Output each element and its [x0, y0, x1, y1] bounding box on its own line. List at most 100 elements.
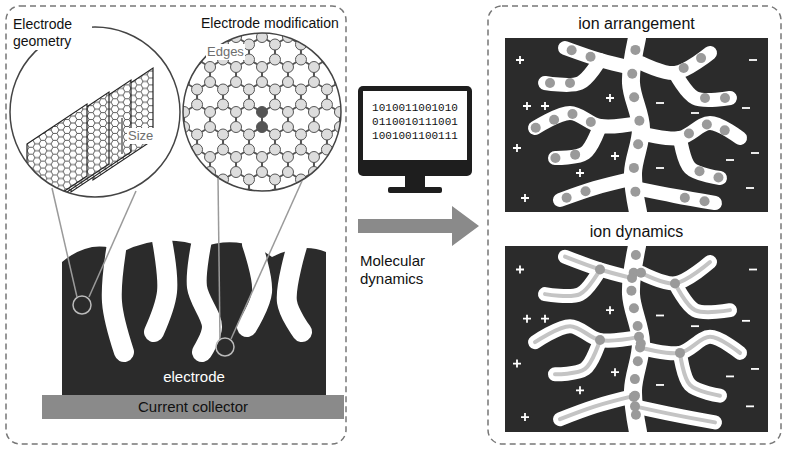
atom [257, 77, 268, 88]
lattice-bond [184, 172, 197, 180]
ion [630, 187, 640, 197]
ion [702, 120, 712, 130]
ion [696, 53, 706, 63]
plus-charge [521, 413, 529, 421]
bar-fill [42, 395, 344, 419]
ion [550, 153, 560, 163]
ion-path [635, 406, 715, 422]
zoom-line [231, 181, 302, 339]
atom [257, 152, 268, 163]
lattice-bond [326, 45, 328, 60]
binary-code: 1010011001010 0110010111001 100100110011… [368, 101, 462, 143]
atom [205, 122, 216, 133]
electrode-pore [112, 244, 124, 352]
ion [545, 78, 555, 88]
plus-charge [516, 56, 524, 64]
plus-charge [606, 94, 614, 102]
ion [631, 410, 641, 420]
ion [586, 117, 596, 127]
plus-charge [516, 266, 524, 274]
ion [700, 93, 710, 103]
atom [269, 84, 280, 95]
zoom-line [218, 178, 220, 339]
pore [640, 123, 740, 138]
atom [282, 77, 293, 88]
atom [282, 152, 293, 163]
atom [244, 129, 255, 140]
ion-path [675, 283, 730, 312]
atom [244, 174, 255, 185]
pore [535, 326, 639, 342]
ion [630, 45, 640, 55]
atom [218, 129, 229, 140]
ion-path [640, 337, 740, 353]
atom [218, 84, 229, 95]
atom [295, 99, 306, 110]
atom [257, 167, 268, 178]
plus-charge [513, 360, 521, 368]
atom [308, 77, 319, 88]
node-outline [9, 26, 181, 198]
atom [218, 99, 229, 110]
ion [684, 129, 694, 139]
electrode-shape: electrode [62, 232, 326, 396]
minus-charge [726, 159, 734, 161]
electrode-body [62, 241, 326, 396]
ion [630, 374, 640, 384]
ion-path [560, 396, 635, 420]
atom [321, 129, 332, 140]
atom [282, 107, 293, 118]
atom [231, 77, 242, 88]
atom [295, 84, 306, 95]
lattice-bond [327, 37, 340, 45]
atom [231, 62, 242, 73]
zoom-line [89, 191, 136, 297]
monitor-screen [363, 91, 467, 160]
ion [595, 265, 605, 275]
circle-outline [183, 33, 341, 191]
atom [257, 62, 268, 73]
lattice-bond [301, 37, 314, 45]
ion [629, 92, 639, 102]
ion [720, 93, 730, 103]
annotation: Size [127, 128, 154, 144]
panel-frame [6, 6, 346, 444]
circle-outline [10, 27, 180, 197]
minus-charge [742, 320, 750, 322]
node-outline [505, 38, 768, 212]
lattice-bond [287, 32, 289, 37]
atom [244, 54, 255, 65]
atom [321, 54, 332, 65]
ion [586, 52, 596, 62]
atom [192, 129, 203, 140]
ion [720, 125, 730, 135]
atom [205, 77, 216, 88]
computer-monitor: 1010011001010 0110010111001 100100110011… [358, 86, 472, 176]
minus-charge [726, 376, 734, 378]
atom [244, 39, 255, 50]
monitor-frame [358, 86, 472, 176]
minus-charge [746, 405, 754, 407]
process-arrow [358, 206, 479, 246]
pore [635, 406, 715, 422]
ion [670, 278, 680, 288]
atom [218, 144, 229, 155]
pore [680, 138, 720, 178]
atom [192, 84, 203, 95]
pore [545, 270, 600, 297]
atom [231, 107, 242, 118]
ion [629, 303, 639, 313]
electrode-pore [287, 246, 302, 332]
minus-charge [749, 269, 757, 271]
lattice-bond [196, 45, 198, 60]
plus-charge [513, 144, 521, 152]
panel-heading: Electrode geometry [12, 16, 92, 50]
atom [257, 107, 268, 118]
lattice-bond [184, 60, 197, 68]
panel-heading: ion arrangement [505, 14, 768, 33]
ion [634, 332, 644, 342]
lattice-bond [235, 32, 237, 37]
plus-charge [576, 169, 584, 177]
ion [635, 343, 645, 353]
ion [631, 250, 641, 260]
